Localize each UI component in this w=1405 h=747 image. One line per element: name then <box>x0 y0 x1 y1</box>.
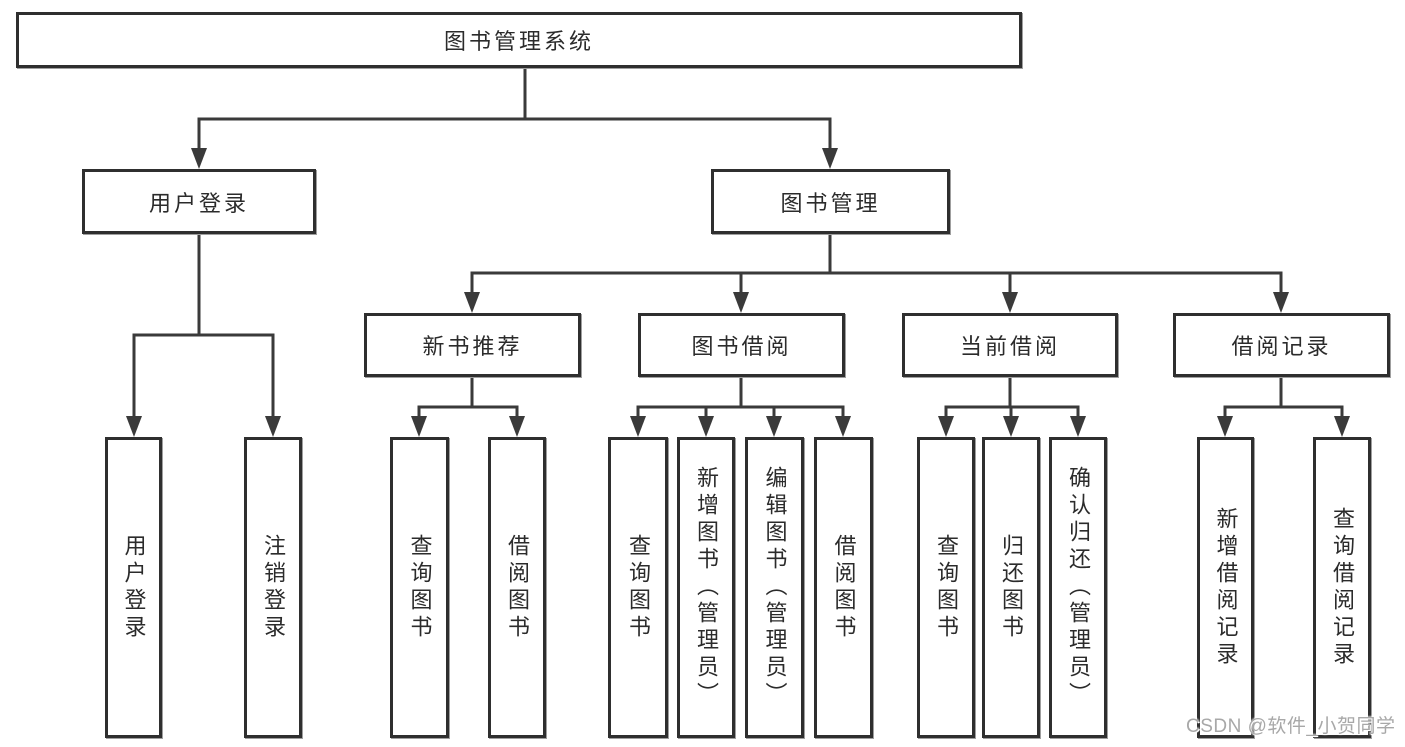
leaf-borrow-query-book: 查询图书 <box>608 437 668 738</box>
leaf-recommend-query-book: 查询图书 <box>390 437 449 738</box>
node-current-borrow: 当前借阅 <box>902 313 1118 377</box>
node-root: 图书管理系统 <box>16 12 1022 68</box>
node-book-borrow: 图书借阅 <box>638 313 845 377</box>
leaf-current-query-book: 查询图书 <box>917 437 975 738</box>
leaf-borrow-add-book: 新增图书（管理员） <box>677 437 735 738</box>
leaf-logout-login: 注销登录 <box>244 437 302 738</box>
node-book-management: 图书管理 <box>711 169 950 234</box>
leaf-current-return-book: 归还图书 <box>982 437 1040 738</box>
leaf-borrow-edit-book: 编辑图书（管理员） <box>745 437 804 738</box>
leaf-records-query-record: 查询借阅记录 <box>1313 437 1371 738</box>
node-borrow-records: 借阅记录 <box>1173 313 1390 377</box>
node-new-book-recommend: 新书推荐 <box>364 313 581 377</box>
leaf-records-add-record: 新增借阅记录 <box>1197 437 1254 738</box>
leaf-recommend-borrow-book: 借阅图书 <box>488 437 546 738</box>
watermark: CSDN @软件_小贺同学 <box>1186 716 1396 737</box>
leaf-borrow-borrow-book: 借阅图书 <box>814 437 873 738</box>
leaf-user-login: 用户登录 <box>105 437 162 738</box>
leaf-current-confirm-return: 确认归还（管理员） <box>1049 437 1107 738</box>
node-user-login: 用户登录 <box>82 169 316 234</box>
